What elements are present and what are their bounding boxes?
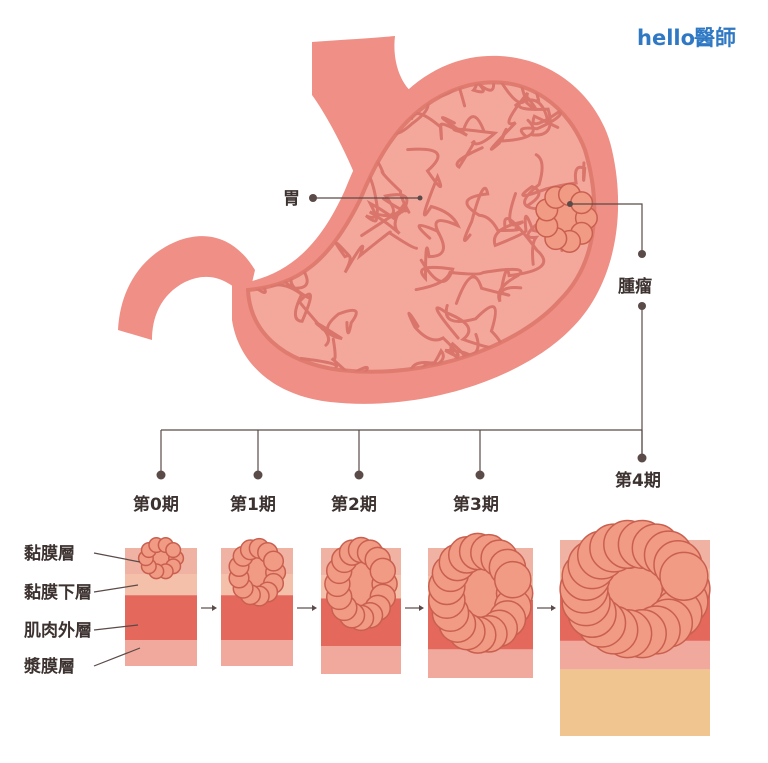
layer-leader	[93, 584, 139, 593]
stage-label: 第0期	[133, 494, 179, 515]
stage-4: 第4期	[559, 430, 711, 736]
stage-label: 第1期	[230, 494, 276, 515]
ruga-fold	[508, 359, 589, 372]
stage-arrow-head	[551, 605, 556, 611]
ruga-fold	[454, 217, 546, 305]
brand-cjk: 醫師	[694, 26, 736, 50]
tumor-label-top-dot	[638, 250, 646, 258]
stages-group: 第0期 第1期 第2期 第3期 第4期	[125, 430, 711, 736]
tissue-layer	[125, 595, 197, 640]
stomach-tumor-mass	[535, 183, 598, 253]
tissue-layer	[221, 640, 293, 666]
stomach-label-group: 胃	[283, 189, 423, 209]
stage-tumor	[137, 537, 185, 580]
stage-tumor	[559, 519, 711, 659]
ruga-fold	[334, 230, 418, 274]
stage-tumor	[324, 536, 398, 632]
ruga-fold	[517, 82, 552, 137]
stage-tumor	[427, 532, 534, 654]
stomach-tumor	[535, 183, 598, 253]
stage-tumor-lobe	[659, 551, 709, 601]
stage-tumor-lobe	[369, 557, 397, 585]
tumor-label-group: 腫瘤	[161, 201, 652, 458]
stage-tumor-lobe	[262, 550, 285, 572]
tissue-layer	[428, 649, 533, 678]
stage-3: 第3期	[427, 430, 556, 678]
tissue-layer	[125, 640, 197, 666]
stage-label: 第4期	[615, 470, 661, 491]
stage-arrow-head	[212, 605, 217, 611]
ruga-fold	[452, 115, 499, 169]
ruga-fold	[414, 267, 523, 303]
layer-leader	[93, 552, 141, 563]
layer-label: 漿膜層	[23, 656, 75, 677]
esophagus	[312, 36, 420, 200]
stomach-illustration	[118, 36, 619, 404]
layer-label: 黏膜層	[24, 543, 75, 564]
ruga-fold	[463, 186, 521, 243]
stage-tumor	[228, 537, 287, 607]
tumor-pointer-line	[570, 203, 643, 252]
stage-dot	[156, 470, 166, 480]
ruga-fold	[406, 147, 461, 237]
stage-dot	[354, 470, 364, 480]
layer-leader	[93, 647, 141, 667]
stage-dot	[253, 470, 263, 480]
tissue-layer	[125, 574, 197, 596]
brand-logo: hello 醫師	[637, 26, 736, 50]
ruga-fold	[388, 348, 445, 372]
stage-dot	[475, 470, 485, 480]
stage-label: 第3期	[453, 494, 499, 515]
stage-arrow-head	[419, 605, 424, 611]
stage-dot	[637, 453, 647, 463]
stomach-label: 胃	[283, 189, 300, 209]
ruga-fold	[489, 82, 535, 151]
stage-1: 第1期	[221, 430, 317, 666]
duodenum	[118, 236, 255, 340]
stage-arrow-head	[312, 605, 317, 611]
fat-tissue	[560, 669, 710, 736]
stage-0: 第0期	[125, 430, 217, 666]
ruga-fold	[248, 146, 286, 194]
stomach-tumor-mass-lobe	[570, 191, 594, 215]
stage-tumor-lobe	[165, 542, 182, 559]
tumor-label: 腫瘤	[618, 276, 652, 297]
stomach-inner-lining	[245, 80, 597, 374]
stage-tumor-lobe	[493, 560, 532, 599]
stage-2: 第2期	[321, 430, 424, 674]
layer-label: 肌肉外層	[24, 620, 92, 641]
ruga-fold	[298, 337, 369, 372]
ruga-fold	[352, 168, 405, 237]
tissue-layer	[321, 646, 401, 674]
ruga-fold	[163, 125, 247, 174]
ruga-fold	[281, 163, 359, 193]
stomach-label-end	[417, 195, 423, 201]
layer-label: 黏膜下層	[24, 582, 92, 603]
ruga-fold	[261, 356, 339, 372]
layer-leader	[93, 624, 139, 631]
brand-latin: hello	[637, 26, 695, 50]
stage-label: 第2期	[331, 494, 377, 515]
ruga-fold	[314, 308, 358, 347]
